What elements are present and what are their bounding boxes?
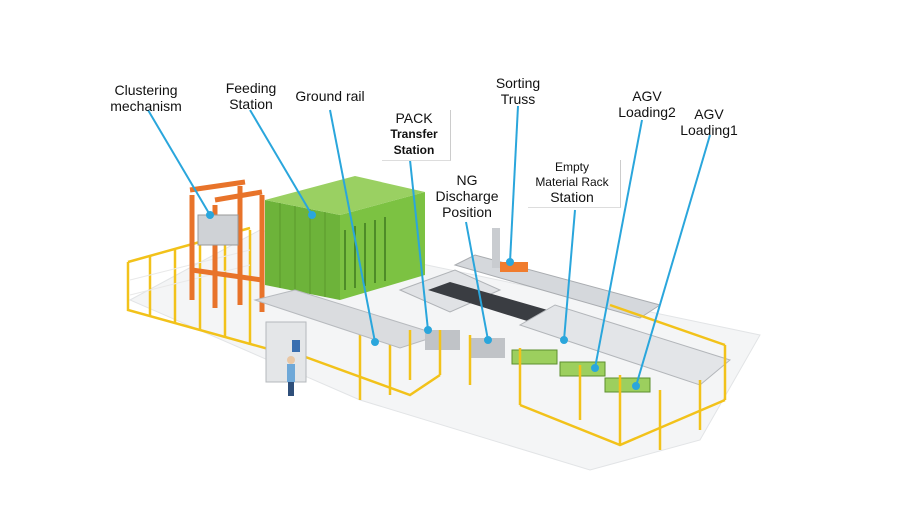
- label-line: AGV: [694, 106, 724, 122]
- worker-legs: [288, 382, 294, 396]
- label-line: Loading1: [680, 122, 738, 138]
- label-line: mechanism: [110, 98, 182, 114]
- label-pack-transfer-station: PACK Transfer Station: [382, 110, 451, 161]
- cabinet-screen: [292, 340, 300, 352]
- container-ribs: [279, 203, 326, 297]
- label-ground-rail: Ground rail: [288, 88, 372, 104]
- label-feeding-station: Feeding Station: [220, 80, 282, 112]
- worker-body: [287, 364, 295, 382]
- sorting-truss-head: [500, 262, 528, 272]
- label-line: Loading2: [618, 104, 676, 120]
- label-line: Feeding: [225, 80, 277, 96]
- label-clustering-mechanism: Clustering mechanism: [104, 82, 188, 114]
- label-line: Discharge: [435, 188, 499, 204]
- leader-agv2: [594, 119, 643, 369]
- label-line: Truss: [500, 91, 536, 107]
- container-rack: [344, 217, 386, 290]
- agv-units: [425, 330, 505, 358]
- label-line: Material Rack: [535, 175, 609, 189]
- label-line: Transfer: [390, 127, 438, 141]
- label-line: PACK: [395, 110, 433, 126]
- container-top: [265, 176, 425, 215]
- long-conveyor: [518, 304, 732, 386]
- right-fence: [408, 303, 727, 450]
- label-line: Station: [229, 96, 273, 112]
- label-line: Sorting: [495, 75, 541, 91]
- label-line: Position: [442, 204, 492, 220]
- leader-pack: [409, 159, 429, 331]
- label-agv-loading1: AGV Loading1: [674, 106, 744, 138]
- label-line: Empty: [554, 160, 589, 174]
- worker-head: [287, 356, 295, 364]
- left-fence: [126, 226, 441, 400]
- label-empty-material-rack-station: Empty Material Rack Station: [528, 160, 621, 208]
- leader-ground-rail: [329, 109, 376, 343]
- label-line: Station: [550, 189, 594, 205]
- leader-agv1: [635, 134, 711, 387]
- leader-ng: [465, 221, 489, 341]
- leader-feeding: [249, 109, 313, 216]
- label-line: Station: [393, 143, 435, 157]
- container-front: [265, 200, 340, 300]
- leader-empty-rack: [563, 209, 576, 341]
- label-sorting-truss: Sorting Truss: [488, 75, 548, 107]
- leader-sorting: [509, 105, 519, 263]
- label-line: Clustering: [114, 82, 178, 98]
- label-line: NG: [456, 172, 478, 188]
- leader-lines: [147, 105, 711, 390]
- label-ng-discharge-position: NG Discharge Position: [430, 172, 504, 220]
- label-line: Ground rail: [295, 88, 365, 104]
- label-line: AGV: [632, 88, 662, 104]
- leader-clustering: [147, 109, 211, 216]
- label-agv-loading2: AGV Loading2: [612, 88, 682, 120]
- clustering-gripper: [197, 214, 239, 246]
- sorting-truss-mast: [492, 228, 500, 268]
- conveyor-dark: [428, 282, 565, 325]
